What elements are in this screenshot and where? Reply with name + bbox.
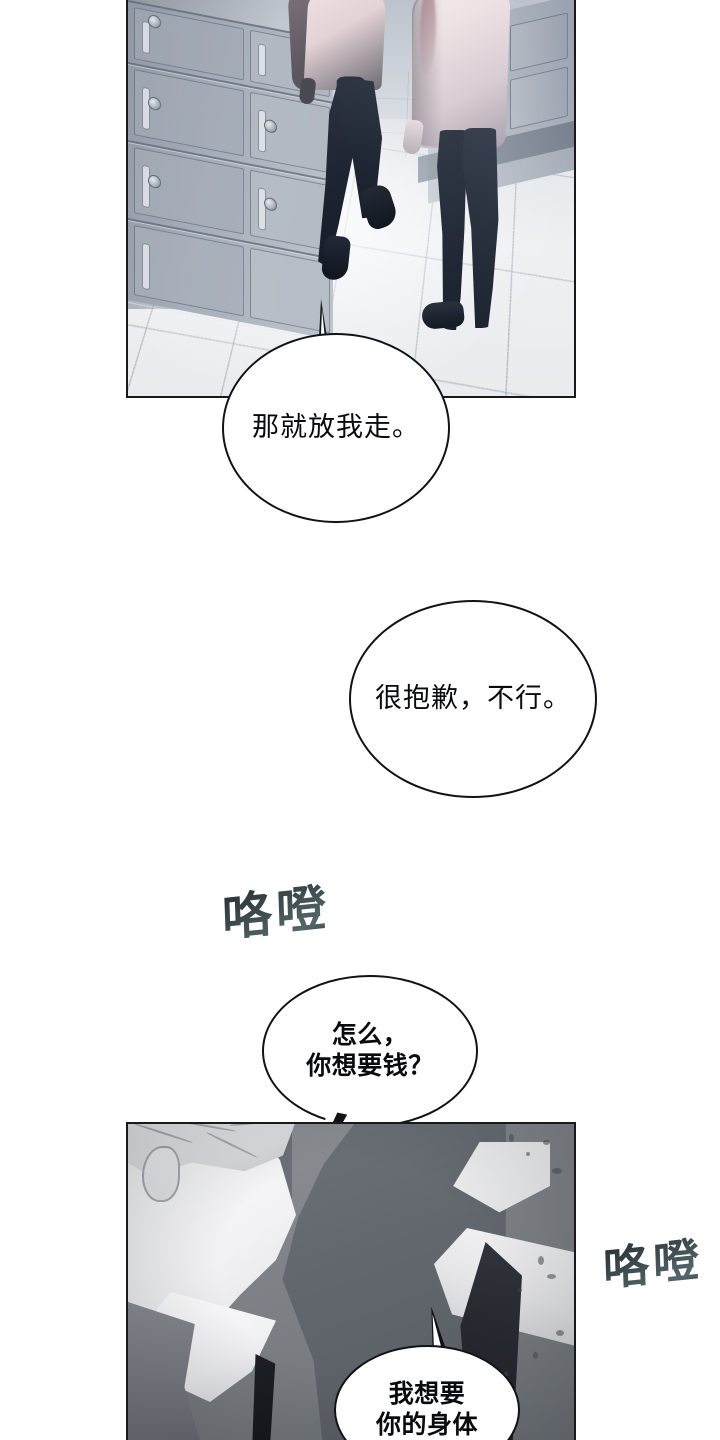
sound-effect-click-1: 咯噔	[221, 867, 331, 950]
speech-bubble-want-money-text: 怎么， 你想要钱？	[306, 1020, 434, 1080]
speech-bubble-sorry-no: 很抱歉，不行。	[349, 600, 597, 798]
left-man-tie	[252, 1354, 276, 1440]
speech-bubble-let-me-go: 那就放我走。	[222, 333, 450, 523]
speech-bubble-sorry-no-text: 很抱歉，不行。	[375, 683, 571, 714]
confrontation-panel	[126, 1122, 576, 1440]
speech-bubble-want-money: 怎么， 你想要钱？	[262, 975, 478, 1127]
speech-bubble-want-body: 我想要 你的身体	[334, 1345, 520, 1440]
hallway-panel	[126, 0, 576, 398]
sound-effect-click-2: 咯噔	[602, 1223, 704, 1299]
figure-walking-away	[278, 0, 408, 290]
left-man-ear	[142, 1146, 180, 1202]
speech-bubble-let-me-go-text: 那就放我走。	[252, 412, 420, 443]
speech-bubble-want-body-text: 我想要 你的身体	[375, 1379, 478, 1439]
figure-standing-pink-jacket	[400, 0, 540, 338]
